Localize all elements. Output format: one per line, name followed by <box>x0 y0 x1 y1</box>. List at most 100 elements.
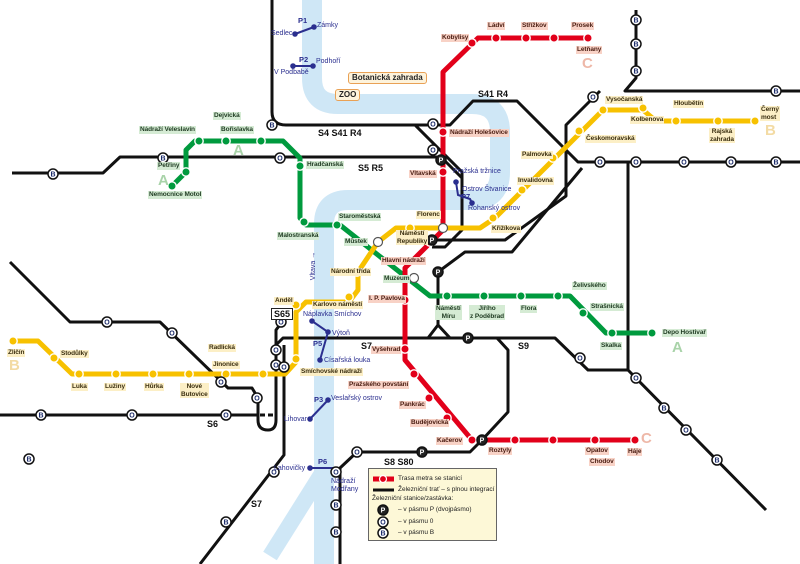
rail-station-o-zone: O <box>574 352 586 364</box>
rail-label-s41-r4: S41 R4 <box>478 89 509 99</box>
metro-station-dot <box>181 167 191 177</box>
station-label: Bořislavka <box>220 126 254 134</box>
station-label: Ládví <box>487 22 506 30</box>
line-c-marker: C <box>582 55 593 72</box>
metro-station-dot <box>221 369 231 379</box>
metro-station-dot <box>184 369 194 379</box>
legend-rail: Železniční trať – s plnou integrací <box>398 486 495 493</box>
metro-station-dot <box>516 291 526 301</box>
legend-zone-0: – v pásmu 0 <box>398 518 434 525</box>
station-label: Nádraží Holešovice <box>449 129 509 137</box>
rail-station-p-zone: P <box>426 234 438 246</box>
metro-station-dot <box>671 116 681 126</box>
rail-station-b-zone: B <box>35 409 47 421</box>
station-label: Depo Hostivař <box>662 329 707 337</box>
rail-station-b-zone: B <box>330 526 342 538</box>
rail-label-s7-south: S7 <box>251 499 263 509</box>
rail-station-p-zone: P <box>432 266 444 278</box>
metro-station-dot <box>438 127 448 137</box>
metro-station-dot <box>647 328 657 338</box>
rail-station-b-zone: B <box>47 168 59 180</box>
legend-metro: Trasa metra se stanicí <box>398 475 463 482</box>
ferry-stop: V Podbabě <box>274 69 309 76</box>
rail-station-p-zone: P <box>435 154 447 166</box>
station-label: Roztyly <box>488 447 513 455</box>
metro-station-dot <box>409 369 419 379</box>
zone-letter: O <box>273 348 279 355</box>
station-label: Hůrka <box>144 383 164 391</box>
interchange-station <box>372 236 384 248</box>
station-label: Prosek <box>571 22 595 30</box>
station-label: Dejvická <box>213 112 241 120</box>
metro-station-dot <box>549 33 559 43</box>
station-label: Vltavská <box>409 170 437 178</box>
station-label: Zličín <box>7 349 26 357</box>
metro-station-dot <box>291 300 301 310</box>
station-label: Muzeum <box>383 275 411 283</box>
rail-station-o-zone: O <box>630 372 642 384</box>
metro-station-dot <box>750 116 760 126</box>
rail-label-s5-r5: S5 R5 <box>358 163 384 173</box>
station-label: Florenc <box>416 211 441 219</box>
zone-letter: P <box>466 336 471 343</box>
metro-line-b <box>13 107 755 377</box>
station-label: I. P. Pavlova <box>368 295 406 303</box>
station-label: Pražského povstání <box>348 381 410 389</box>
rail-station-b-zone: B <box>658 402 670 414</box>
zone-letter: O <box>577 356 583 363</box>
rail-station-o-zone: O <box>215 376 227 388</box>
rail-station-o-zone: O <box>678 156 690 168</box>
metro-station-dot <box>517 185 527 195</box>
rail-station-o-zone: O <box>587 91 599 103</box>
metro-station-dot <box>424 393 434 403</box>
station-label: Nové Butovice <box>180 383 209 398</box>
line-b-marker: B <box>9 357 20 374</box>
station-label: Smíchovské nádraží <box>300 368 363 376</box>
ferry-p2: P2 <box>299 55 309 64</box>
zone-letter: B <box>633 18 638 25</box>
station-label: Hradčanská <box>306 161 344 169</box>
station-label: Rajská zahrada <box>709 128 735 143</box>
line-c-marker: C <box>641 430 652 447</box>
zone-letter: O <box>271 470 277 477</box>
station-label: Staroměstská <box>338 213 382 221</box>
rail-station-o-zone: O <box>725 156 737 168</box>
rail-station-b-zone: B <box>377 527 389 539</box>
station-label: Karlovo náměstí <box>312 301 364 309</box>
station-label: Národní třída <box>330 268 372 276</box>
rail-station-o-zone: O <box>278 361 290 373</box>
rail-label-s4-s41-r4: S4 S41 R4 <box>318 128 362 138</box>
station-label: Jiřího z Poděbrad <box>469 305 506 320</box>
station-label: Radlická <box>208 344 236 352</box>
rail-station-p-zone: P <box>377 504 389 516</box>
metro-station-dot <box>400 344 410 354</box>
rail-station-o-zone: O <box>680 424 692 436</box>
station-label: Stodůlky <box>60 350 89 358</box>
zone-letter: O <box>223 413 229 420</box>
legend-zone-b: – v pásmu B <box>398 529 435 536</box>
rail-station-p-zone: P <box>476 434 488 446</box>
metro-station-dot <box>49 353 59 363</box>
station-label: Kolbenova <box>630 116 665 124</box>
zone-letter: P <box>480 438 485 445</box>
station-label: Lužiny <box>104 383 126 391</box>
zone-letter: O <box>380 520 386 527</box>
station-label: Kobylisy <box>441 34 470 42</box>
station-label: Letňany <box>576 46 603 54</box>
rail-station-b-zone: B <box>220 516 232 528</box>
metro-station-dot <box>344 292 354 302</box>
rail-station-b-zone: B <box>266 119 278 131</box>
interchange-station <box>408 272 420 284</box>
zone-letter: O <box>278 320 284 327</box>
ferry-stop: Lihovar <box>284 416 307 423</box>
ferry-stop: Ostrov Štvanice <box>462 186 512 193</box>
metro-station-dot <box>194 136 204 146</box>
zone-letter: B <box>26 457 31 464</box>
zone-letter: O <box>169 331 175 338</box>
line-a-marker: A <box>672 339 683 356</box>
station-label: Nádraží Veleslavín <box>139 126 196 134</box>
ferry-stop: Náplavka Smíchov <box>303 311 362 318</box>
station-label: Chodov <box>589 458 615 466</box>
landmark-botanic-garden: Botanická zahrada <box>348 72 427 84</box>
zone-letter: B <box>333 503 338 510</box>
